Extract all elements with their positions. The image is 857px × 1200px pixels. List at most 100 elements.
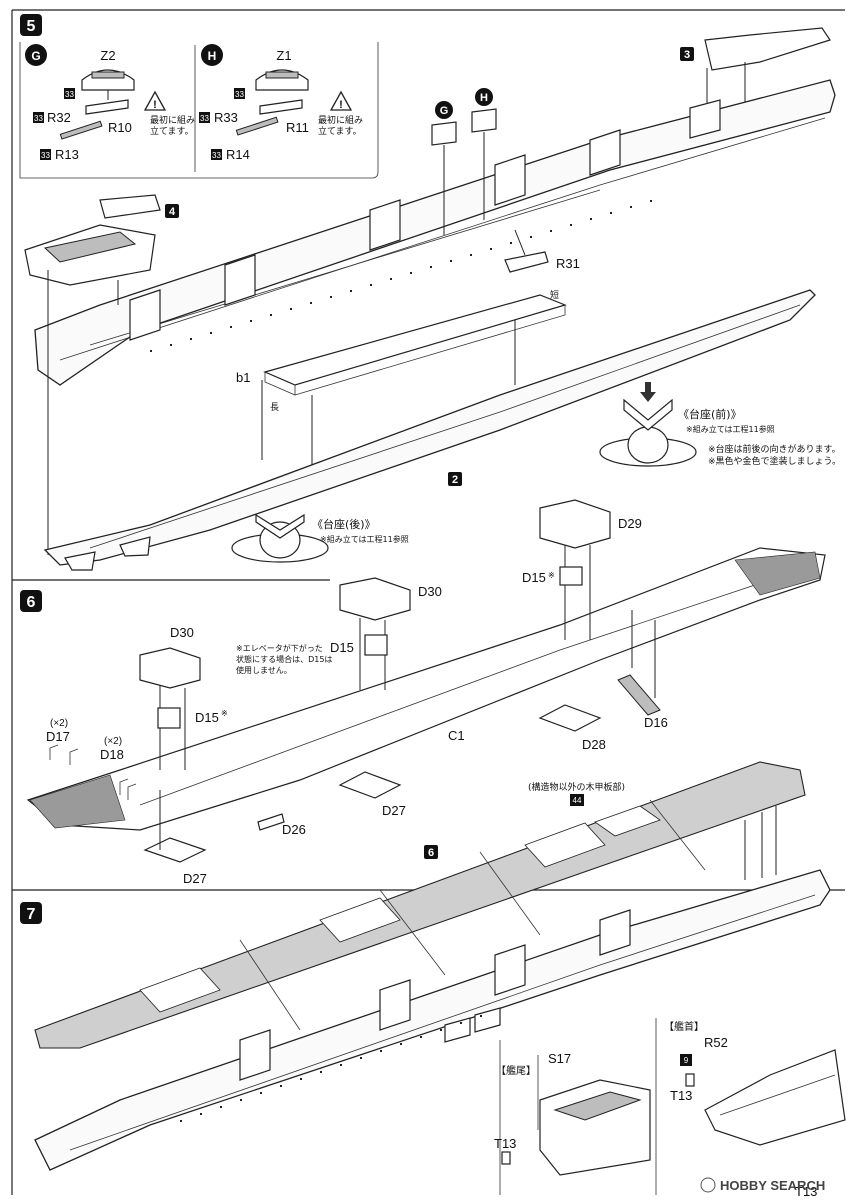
svg-text:33: 33 [41, 151, 50, 160]
svg-text:D26: D26 [282, 822, 306, 837]
svg-text:3: 3 [684, 49, 690, 61]
svg-text:R32: R32 [47, 110, 71, 125]
svg-text:《台座(後)》: 《台座(後)》 [312, 517, 376, 531]
flight-deck-wood: (構造物以外の木甲板部) 44 6 [34, 761, 806, 1049]
svg-text:T13: T13 [494, 1136, 516, 1151]
part-d26: D26 [257, 813, 306, 837]
part-d15-right: D15 ※ [522, 566, 583, 586]
svg-text:立てます。: 立てます。 [318, 125, 362, 137]
svg-text:D29: D29 [618, 516, 642, 531]
svg-text:Z1: Z1 [276, 48, 291, 63]
svg-text:※黒色や金色で塗装しましょう。: ※黒色や金色で塗装しましょう。 [708, 455, 841, 467]
svg-text:33: 33 [212, 151, 221, 160]
step-7: 7 (構造物以外の木甲板部) 44 6 [12, 761, 846, 1199]
stern-part-4: 4 [24, 194, 179, 555]
svg-text:b1: b1 [236, 370, 250, 385]
svg-text:D15: D15 [330, 640, 354, 655]
step-6: 6 C1 D30 D15 D29 D1 [12, 499, 826, 886]
turret-subassembly-h: H Z1 33 33 R33 R11 33 R14 ! 最初に組み 立てます。 [199, 44, 363, 162]
svg-text:R31: R31 [556, 256, 580, 271]
svg-text:R52: R52 [704, 1035, 728, 1050]
svg-text:33: 33 [34, 114, 43, 123]
parts-d17-d18: (×2) D17 (×2) D18 [46, 718, 137, 800]
part-d28: D28 [538, 704, 606, 752]
svg-text:【艦首】: 【艦首】 [664, 1020, 704, 1033]
step-5-badge [20, 14, 42, 36]
svg-text:R14: R14 [226, 147, 250, 162]
svg-text:D28: D28 [582, 737, 606, 752]
svg-text:※組み立ては工程11参照: ※組み立ては工程11参照 [686, 424, 775, 434]
svg-text:※エレベータが下がった: ※エレベータが下がった [236, 643, 323, 653]
svg-text:D27: D27 [183, 871, 207, 886]
part-r31: R31 [504, 229, 580, 273]
hull-turret-markers: G H [431, 88, 497, 235]
svg-text:33: 33 [65, 90, 74, 99]
deck-frame-c1: C1 [26, 547, 826, 831]
svg-text:※組み立ては工程11参照: ※組み立ては工程11参照 [320, 534, 409, 544]
svg-text:R33: R33 [214, 110, 238, 125]
part-d15-left: D15 ※ [157, 707, 228, 729]
svg-text:D16: D16 [644, 715, 668, 730]
svg-text:最初に組み: 最初に組み [150, 114, 195, 126]
svg-text:D17: D17 [46, 729, 70, 744]
svg-text:※: ※ [548, 571, 555, 580]
svg-text:最初に組み: 最初に組み [318, 114, 363, 126]
upper-hull [34, 79, 836, 386]
svg-text:4: 4 [169, 206, 176, 218]
svg-text:6: 6 [428, 847, 434, 859]
svg-text:44: 44 [573, 796, 582, 805]
elevator-note: ※エレベータが下がった 状態にする場合は、D15は 使用しません。 [236, 643, 332, 675]
step-5-number: 5 [27, 18, 36, 35]
svg-text:《台座(前)》: 《台座(前)》 [678, 407, 742, 421]
svg-text:!: ! [153, 99, 157, 111]
part-d15-middle: D15 [330, 634, 388, 656]
svg-text:T13: T13 [670, 1088, 692, 1103]
step-7-number: 7 [27, 906, 36, 923]
svg-text:!: ! [339, 99, 343, 111]
part-d29: D29 [539, 499, 642, 640]
svg-text:G: G [440, 105, 449, 117]
svg-text:H: H [480, 92, 488, 104]
svg-text:33: 33 [200, 114, 209, 123]
svg-text:※台座は前後の向きがあります。: ※台座は前後の向きがあります。 [708, 443, 841, 455]
svg-text:9: 9 [684, 1056, 689, 1065]
svg-text:G: G [31, 49, 40, 63]
svg-text:R11: R11 [286, 120, 309, 135]
step-5: 5 G Z2 33 33 R32 R10 33 R13 ! 最初に組み 立 [11, 9, 845, 1195]
svg-text:状態にする場合は、D15は: 状態にする場合は、D15は [236, 654, 332, 664]
watermark: HOBBY SEARCH [700, 1177, 825, 1193]
svg-text:長: 長 [270, 402, 279, 413]
turret-subassembly-g: G Z2 33 33 R32 R10 33 R13 ! 最初に組み 立てます。 [25, 44, 195, 162]
lower-hull: 2 [43, 289, 816, 571]
svg-text:※: ※ [221, 709, 228, 718]
svg-text:立てます。: 立てます。 [150, 125, 194, 137]
svg-text:T13: T13 [795, 1184, 817, 1199]
svg-text:2: 2 [452, 474, 458, 486]
stand-rear: 《台座(後)》 ※組み立ては工程11参照 [231, 513, 409, 563]
svg-text:【艦尾】: 【艦尾】 [496, 1064, 536, 1077]
svg-text:R10: R10 [108, 120, 132, 135]
part-d27-left: D27 [143, 790, 207, 886]
svg-text:短: 短 [550, 289, 559, 301]
svg-text:33: 33 [235, 90, 244, 99]
svg-text:D30: D30 [170, 625, 194, 640]
svg-text:D15: D15 [522, 570, 546, 585]
svg-text:(×2): (×2) [104, 736, 122, 747]
svg-text:D18: D18 [100, 747, 124, 762]
svg-text:(構造物以外の木甲板部): (構造物以外の木甲板部) [528, 781, 625, 793]
svg-text:R13: R13 [55, 147, 79, 162]
part-d16: D16 [617, 610, 668, 730]
part-b1: b1 短 長 [236, 289, 567, 480]
step-6-number: 6 [27, 594, 36, 611]
svg-text:D15: D15 [195, 710, 219, 725]
svg-text:C1: C1 [448, 728, 465, 743]
svg-text:Z2: Z2 [100, 48, 115, 63]
stern-detail: 【艦尾】 S17 T13 [494, 1040, 651, 1195]
svg-text:H: H [208, 49, 217, 63]
bow-detail: 【艦首】 R52 9 T13 T13 [655, 1018, 846, 1199]
svg-text:D27: D27 [382, 803, 406, 818]
part-d30: D30 [339, 577, 442, 690]
svg-text:HOBBY SEARCH: HOBBY SEARCH [720, 1178, 825, 1193]
svg-text:S17: S17 [548, 1051, 571, 1066]
